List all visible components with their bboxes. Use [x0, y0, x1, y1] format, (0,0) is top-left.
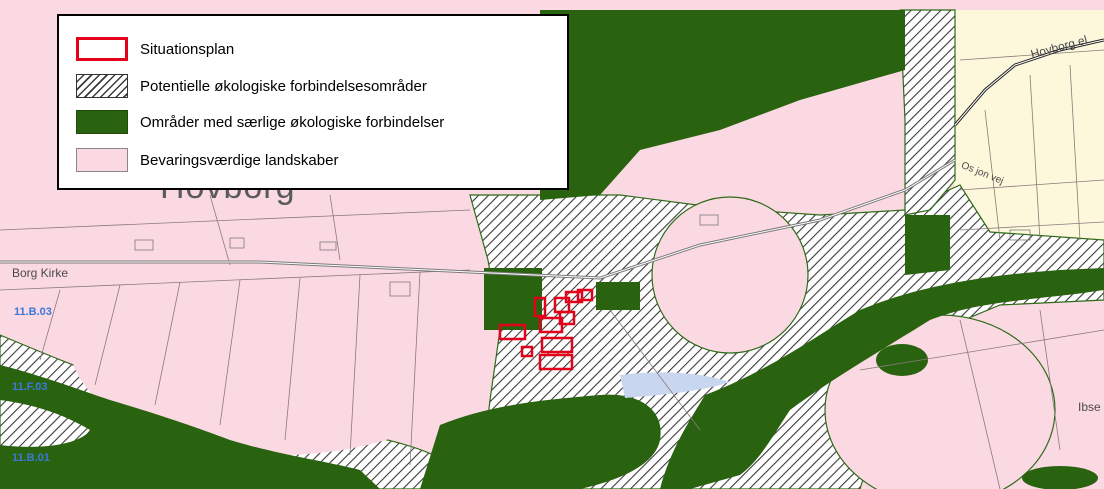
green-swatch: [76, 110, 128, 134]
special-corridor-zone: [484, 268, 542, 330]
potential-corridor-zone: [899, 9, 956, 216]
legend-label: Områder med særlige økologiske forbindel…: [140, 113, 445, 131]
legend-item-situation-plan: Situationsplan: [76, 36, 234, 62]
field-boundaries: [0, 49, 1104, 489]
special-corridor-zone: [876, 344, 928, 376]
map-legend: Situationsplan Potentielle økologiske fo…: [57, 14, 569, 190]
special-corridor-zone: [420, 394, 661, 489]
legend-label: Bevaringsværdige landskaber: [140, 151, 339, 169]
main-road: [0, 159, 956, 279]
special-corridor-zone: [0, 365, 380, 489]
special-corridor-zone: [596, 282, 640, 310]
special-corridor-zone: [905, 215, 950, 275]
buildings: [134, 214, 1031, 297]
hatch-swatch: [76, 74, 128, 98]
legend-item-landscapes: Bevaringsværdige landskaber: [76, 147, 338, 173]
rural-zone: [952, 10, 1104, 285]
special-corridor-zone: [660, 268, 1104, 489]
secondary-road: [954, 39, 1104, 126]
legend-item-special-corridors: Områder med særlige økologiske forbindel…: [76, 109, 444, 135]
zone-code-label: 11.F.03: [12, 381, 48, 393]
landscape-circle: [651, 196, 809, 354]
landscape-area: [70, 235, 490, 455]
area-label: Ibse: [1078, 400, 1101, 414]
situation-plan-buildings: [498, 288, 594, 371]
church-label: Borg Kirke: [12, 266, 69, 280]
pink-swatch: [76, 148, 128, 172]
legend-item-potential-corridors: Potentielle økologiske forbindelsesområd…: [76, 73, 427, 99]
water-body: [620, 372, 730, 398]
situation-plan-swatch: [76, 37, 128, 61]
special-corridor-zone: [540, 10, 905, 200]
zone-code-label: 11.B.03: [14, 306, 52, 318]
legend-label: Potentielle økologiske forbindelsesområd…: [140, 77, 427, 95]
special-corridor-zone: [1022, 466, 1098, 489]
legend-label: Situationsplan: [140, 40, 235, 58]
zone-code-label: 11.B.01: [12, 452, 50, 464]
